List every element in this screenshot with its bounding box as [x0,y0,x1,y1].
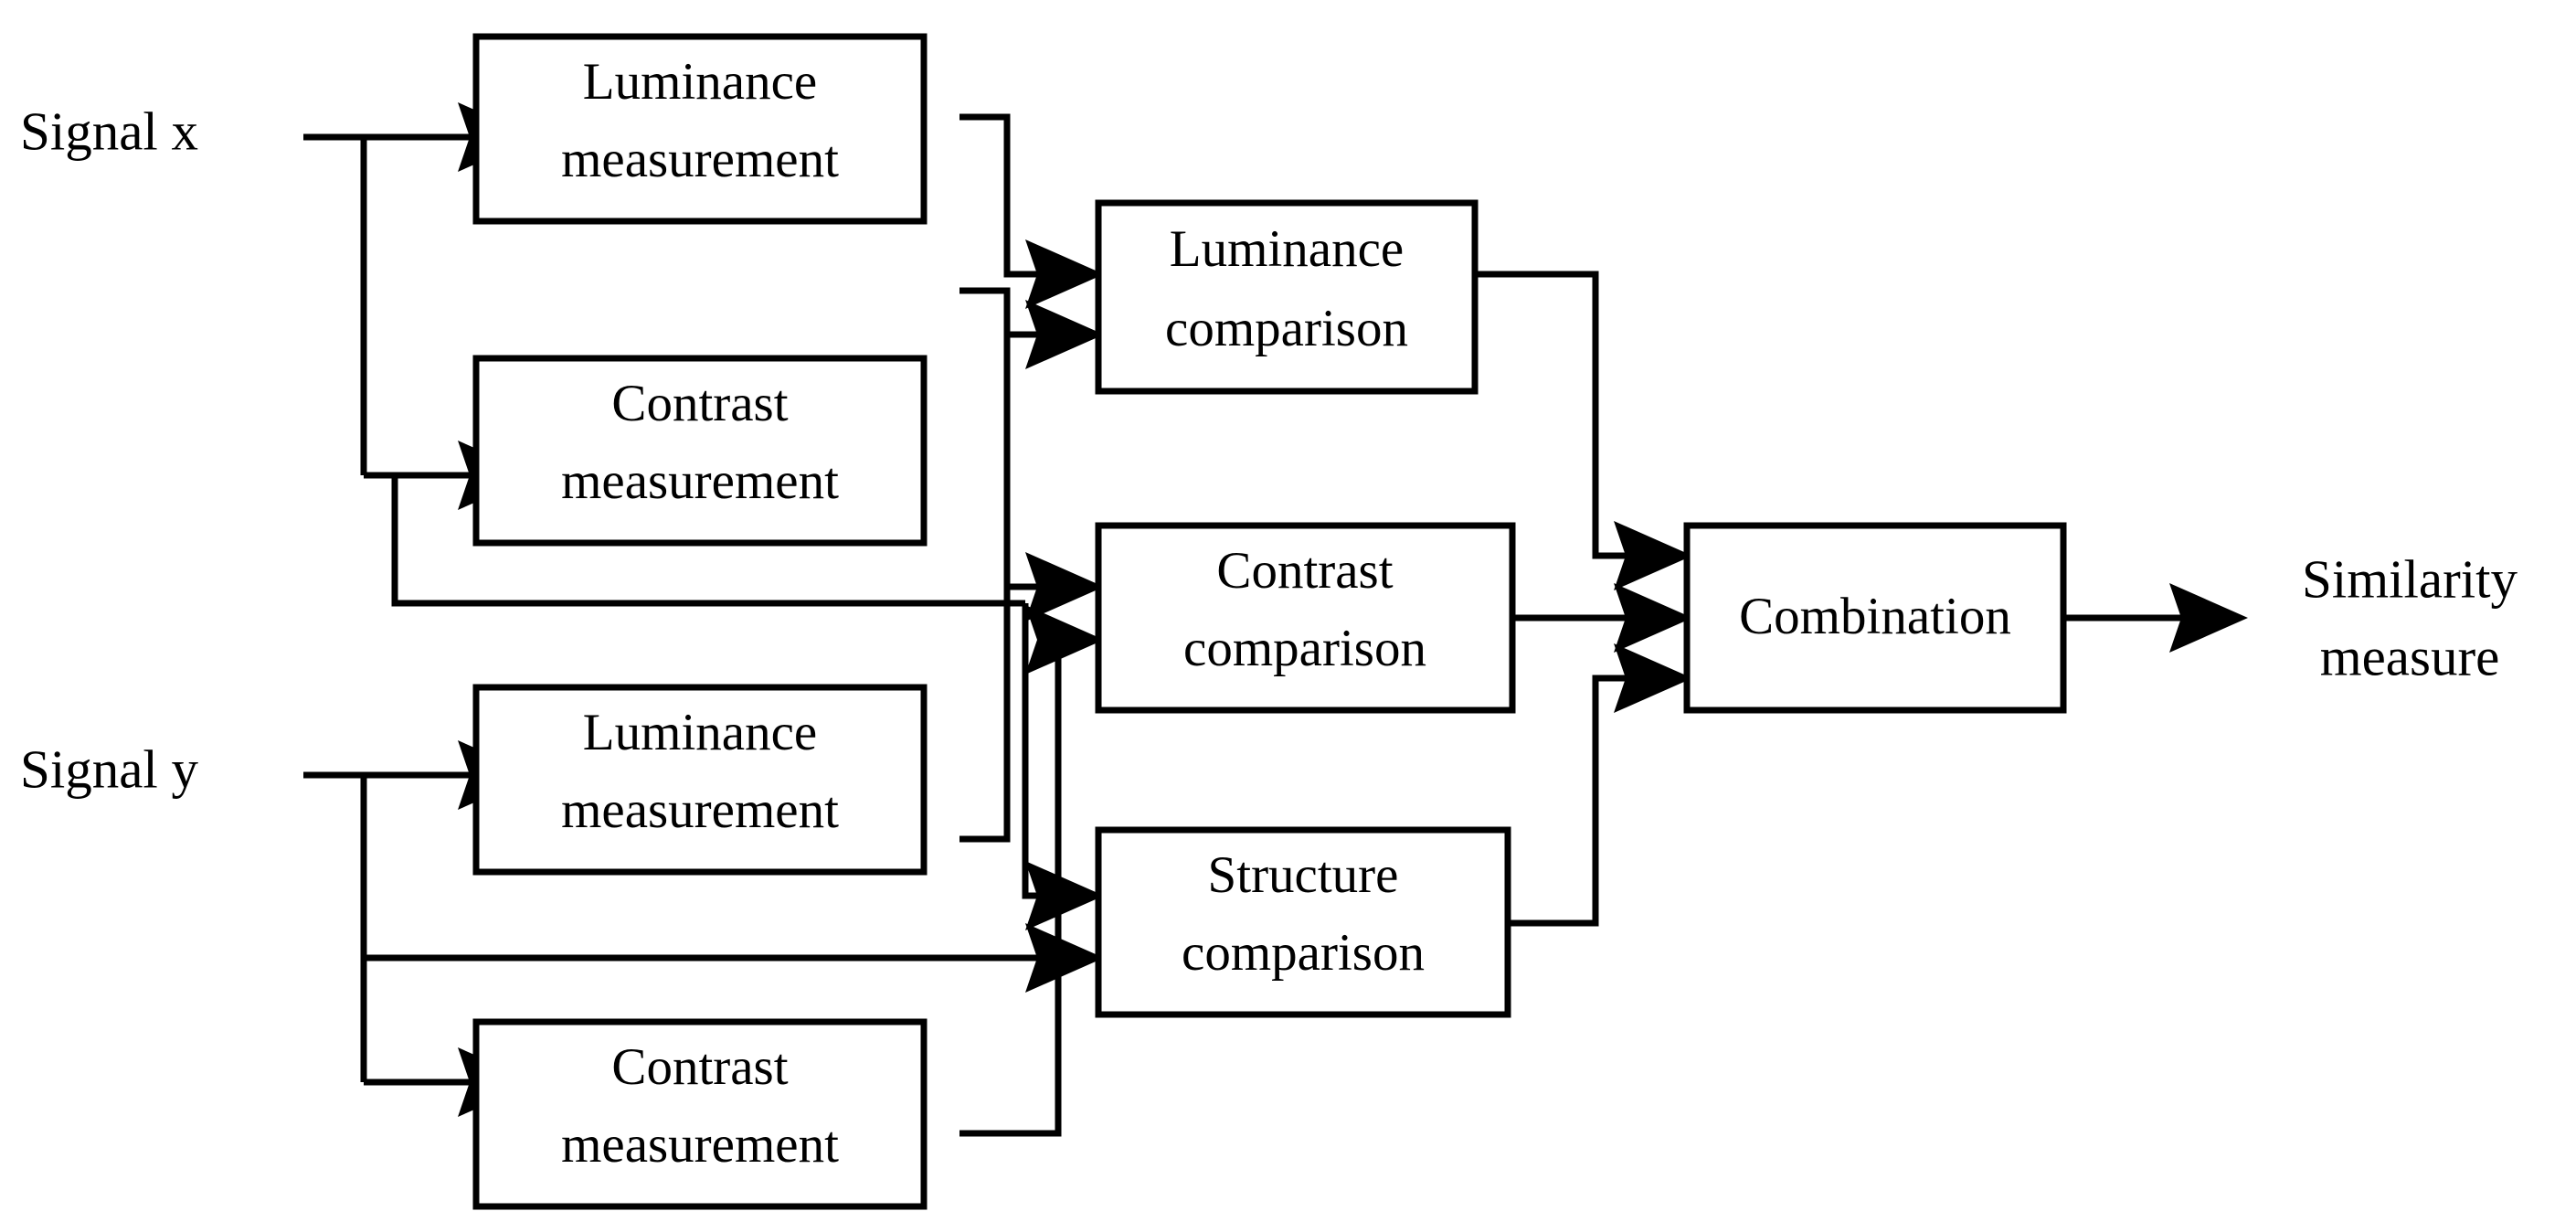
arrow-into-contrast-comparison-top [1025,552,1104,622]
node-luminance-measurement-y[interactable]: Luminance measurement [472,684,928,876]
arrow-into-luminance-comparison-top [1025,239,1104,309]
arrow-into-combination-middle [1614,583,1692,653]
node-luminance-measurement-y-line2: measurement [561,781,839,839]
node-contrast-measurement-x-box[interactable] [472,355,928,547]
node-structure-comparison-line2: comparison [1182,924,1425,982]
node-luminance-measurement-x[interactable]: Luminance measurement [472,33,928,225]
arrow-into-structure-comparison-bottom [1025,923,1104,993]
node-contrast-measurement-x-line1: Contrast [611,375,788,432]
node-luminance-measurement-x-box[interactable] [472,33,928,225]
node-contrast-measurement-y-box[interactable] [472,1018,928,1210]
node-contrast-measurement-y-line2: measurement [561,1116,839,1174]
node-combination-box[interactable] [1683,522,2067,714]
node-structure-comparison[interactable]: Structure comparison [1095,826,1511,1018]
node-contrast-comparison-box[interactable] [1095,522,1516,714]
wire-signal-x-to-structure-path [391,475,1025,607]
io-label-layer: Signal x Signal y Similarity measure [20,101,2518,800]
arrow-into-contrast-comparison-bottom [1025,605,1104,675]
arrow-into-combination-bottom [1614,643,1692,713]
node-luminance-measurement-x-line2: measurement [561,131,839,188]
input-label-signal-x: Signal x [20,101,198,162]
node-combination-label: Combination [1739,588,2011,645]
input-label-signal-y: Signal y [20,739,199,800]
node-luminance-comparison-box[interactable] [1095,199,1479,395]
node-luminance-comparison[interactable]: Luminance comparison [1095,199,1479,395]
arrow-into-similarity-measure [2169,583,2248,653]
wire-luminance-comparison-to-combination [1475,271,1665,559]
output-label-similarity-measure-line2: measure [2320,627,2500,687]
node-contrast-measurement-y[interactable]: Contrast measurement [472,1018,928,1210]
node-structure-comparison-box[interactable] [1095,826,1511,1018]
arrow-into-combination-top [1614,521,1692,590]
output-label-similarity-measure-line1: Similarity [2302,549,2518,610]
node-luminance-comparison-line2: comparison [1165,300,1408,357]
node-contrast-measurement-y-line1: Contrast [611,1038,788,1096]
node-contrast-comparison-line1: Contrast [1216,542,1393,600]
node-luminance-measurement-y-box[interactable] [472,684,928,876]
node-layer: Luminance measurement Contrast measureme… [472,33,2067,1210]
wire-structure-comparison-to-combination [1508,675,1665,927]
node-contrast-measurement-x[interactable]: Contrast measurement [472,355,928,547]
wire-luminance-x-to-luminance-comparison [959,113,1076,278]
node-contrast-comparison-line2: comparison [1183,620,1426,677]
arrow-into-structure-comparison-top [1025,861,1104,930]
node-luminance-comparison-line1: Luminance [1170,220,1404,278]
arrow-into-luminance-comparison-bottom [1025,300,1104,369]
node-contrast-measurement-x-line2: measurement [561,452,839,510]
node-luminance-measurement-x-line1: Luminance [583,53,817,111]
node-luminance-measurement-y-line1: Luminance [583,704,817,761]
node-structure-comparison-line1: Structure [1208,846,1399,904]
node-combination[interactable]: Combination [1683,522,2067,714]
node-contrast-comparison[interactable]: Contrast comparison [1095,522,1516,714]
